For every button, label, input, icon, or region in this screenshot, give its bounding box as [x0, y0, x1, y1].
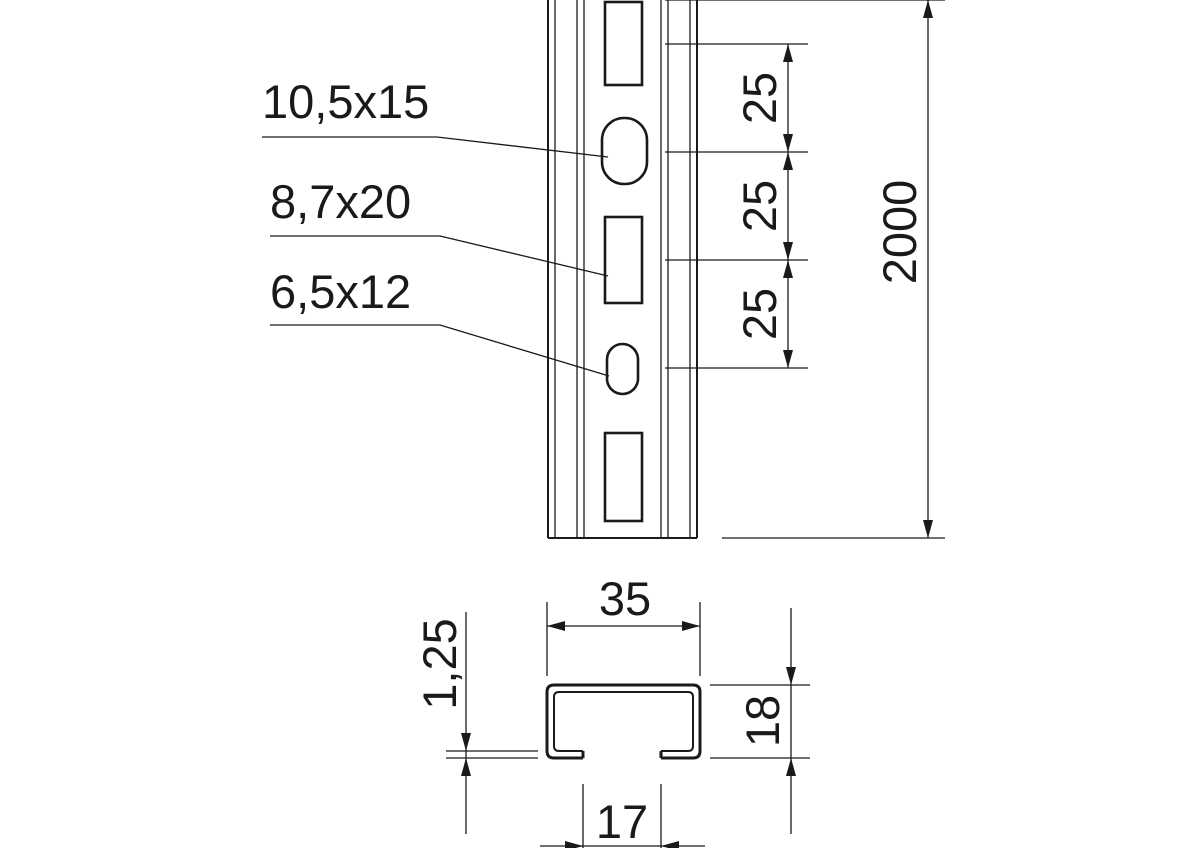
arrowhead [783, 242, 793, 260]
arrowhead [923, 520, 933, 538]
arrowhead [682, 621, 700, 631]
thickness-dimension [446, 612, 538, 834]
dimension-pitch-1: 25 [733, 72, 786, 124]
oval-hole-large [600, 116, 649, 186]
leader-oval-small [270, 324, 610, 377]
oval-hole-small [605, 342, 640, 396]
section-outer-profile [545, 683, 702, 760]
slot-hole [603, 215, 644, 305]
dimension-width: 35 [599, 572, 651, 625]
dimension-length: 2000 [873, 180, 926, 285]
opening-dimension [540, 784, 705, 848]
arrowhead [783, 152, 793, 170]
arrowhead [783, 260, 793, 278]
arrowhead [461, 733, 471, 751]
label-slot-size: 8,7x20 [270, 175, 411, 228]
dimension-pitch-3: 25 [733, 288, 786, 340]
label-oval-large-size: 10,5x15 [262, 75, 429, 128]
arrowhead [783, 350, 793, 368]
arrowhead [547, 621, 565, 631]
arrowhead [923, 0, 933, 18]
slot-hole [603, 431, 644, 523]
dimension-pitch-2: 25 [733, 180, 786, 232]
label-oval-small-size: 6,5x12 [270, 265, 411, 318]
height-dimension [710, 608, 810, 834]
section-inner-profile [553, 691, 694, 752]
arrowhead [783, 44, 793, 62]
arrowhead [783, 134, 793, 152]
arrowhead [565, 841, 583, 848]
hole-leaders [262, 136, 610, 377]
length-dimension [665, 0, 945, 539]
slot-hole [603, 0, 644, 87]
arrowhead [661, 841, 679, 848]
arrowhead [786, 758, 796, 776]
dimension-opening: 17 [596, 795, 648, 848]
pitch-dimensions [665, 43, 808, 369]
width-dimension [546, 602, 701, 676]
dimension-height: 18 [736, 695, 789, 747]
leader-oval-large [262, 136, 609, 158]
cross-section [545, 683, 702, 760]
arrowhead [461, 758, 471, 776]
rail-side-view [547, 0, 698, 539]
arrowhead [786, 667, 796, 685]
leader-slot [270, 235, 609, 277]
dimension-thickness: 1,25 [413, 618, 466, 709]
